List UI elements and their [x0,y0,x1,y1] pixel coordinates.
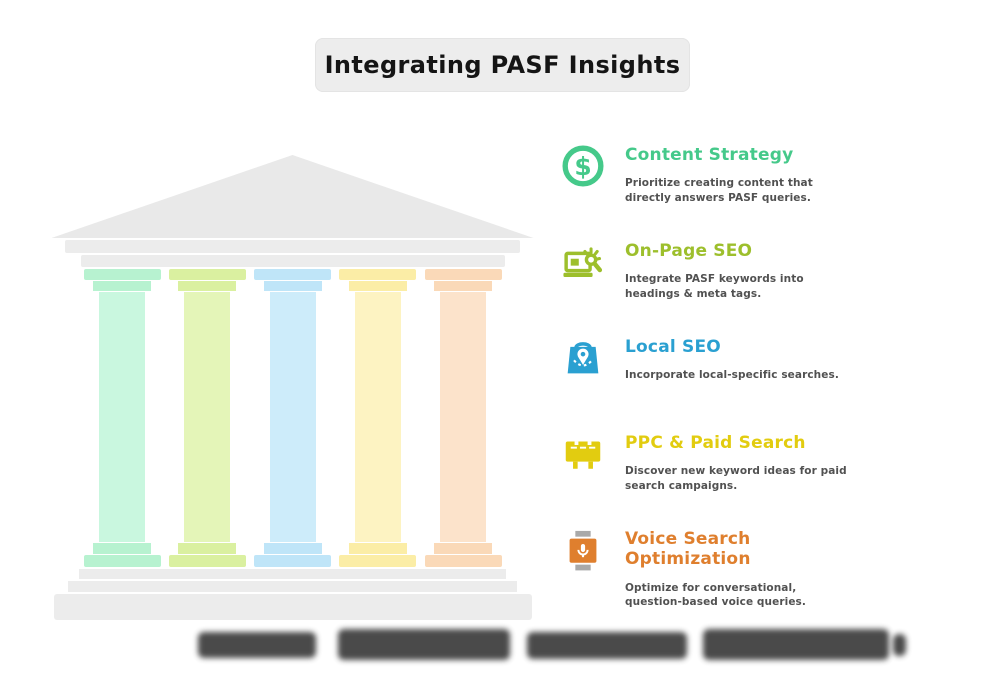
temple-columns [83,269,502,567]
temple-step-bottom [53,594,532,620]
pillar-base [434,543,492,554]
page-title: Integrating PASF Insights [324,51,681,79]
legend-item-content-strategy: $ Content Strategy Prioritize creating c… [558,143,928,239]
pillar-base [83,555,161,567]
pillar-base [339,555,417,567]
footer-blurred-text [198,632,316,658]
temple-illustration [45,155,540,620]
pillar-capital [254,269,331,280]
pillar-capital [168,269,246,280]
svg-text:$: $ [574,152,591,181]
legend-text: Local SEO Incorporate local-specific sea… [625,335,839,383]
footer-blurred-text [527,632,687,659]
billboard-icon [558,431,608,483]
laptop-search-icon [558,239,608,291]
smart-speaker-icon [558,527,608,579]
legend-item-voice-search: Voice Search Optimization Optimize for c… [558,527,928,623]
pillar-shaft [99,292,145,542]
pillar-capital [263,281,322,291]
legend-text: Voice Search Optimization Optimize for c… [625,527,853,610]
pillar-capital [178,281,237,291]
location-bag-icon [558,335,608,387]
pillar-yellow [339,269,417,567]
legend-body: Discover new keyword ideas for paid sear… [625,465,847,493]
pillar-base [254,555,331,567]
footer-blurred-text [703,629,889,660]
footer-blurred-text [893,634,906,656]
temple-entablature-top [65,240,520,253]
temple-step-middle [68,581,517,592]
legend-heading: PPC & Paid Search [625,433,806,453]
pillar-base [93,543,151,554]
legend-heading: Voice Search Optimization [625,529,751,570]
pillar-capital [339,269,417,280]
legend-body: Optimize for conversational, question-ba… [625,581,806,609]
pillar-base [424,555,502,567]
pillar-shaft [354,292,401,542]
title-box: Integrating PASF Insights [315,38,690,92]
legend-text: Content Strategy Prioritize creating con… [625,143,853,206]
pillar-shaft [440,292,486,542]
pillar-shaft [184,292,231,542]
pillar-base [168,555,246,567]
footer-blurred-text [338,629,510,660]
temple-entablature-bottom [80,255,505,267]
legend-text: PPC & Paid Search Discover new keyword i… [625,431,853,494]
pillar-shaft [269,292,316,542]
temple-step-top [79,569,506,579]
legend-item-ppc-paid-search: PPC & Paid Search Discover new keyword i… [558,431,928,527]
legend-body: Prioritize creating content that directl… [625,177,813,205]
legend-list: $ Content Strategy Prioritize creating c… [558,143,928,623]
legend-body: Incorporate local-specific searches. [625,369,839,382]
pillar-capital [83,269,161,280]
pillar-base [263,543,322,554]
pillar-capital [424,269,502,280]
legend-heading: Content Strategy [625,145,794,165]
dollar-circle-icon: $ [558,143,608,195]
pillar-mint [83,269,161,567]
pillar-base [178,543,237,554]
legend-text: On-Page SEO Integrate PASF keywords into… [625,239,853,302]
pillar-capital [434,281,492,291]
legend-heading: On-Page SEO [625,241,753,261]
pillar-peach [424,269,502,567]
pillar-capital [348,281,407,291]
temple-pediment [51,155,534,238]
legend-heading: Local SEO [625,337,721,357]
legend-body: Integrate PASF keywords into headings & … [625,273,804,301]
legend-item-on-page-seo: On-Page SEO Integrate PASF keywords into… [558,239,928,335]
pillar-blue [254,269,331,567]
pillar-base [348,543,407,554]
pillar-lime [168,269,246,567]
pillar-capital [93,281,151,291]
legend-item-local-seo: Local SEO Incorporate local-specific sea… [558,335,928,431]
